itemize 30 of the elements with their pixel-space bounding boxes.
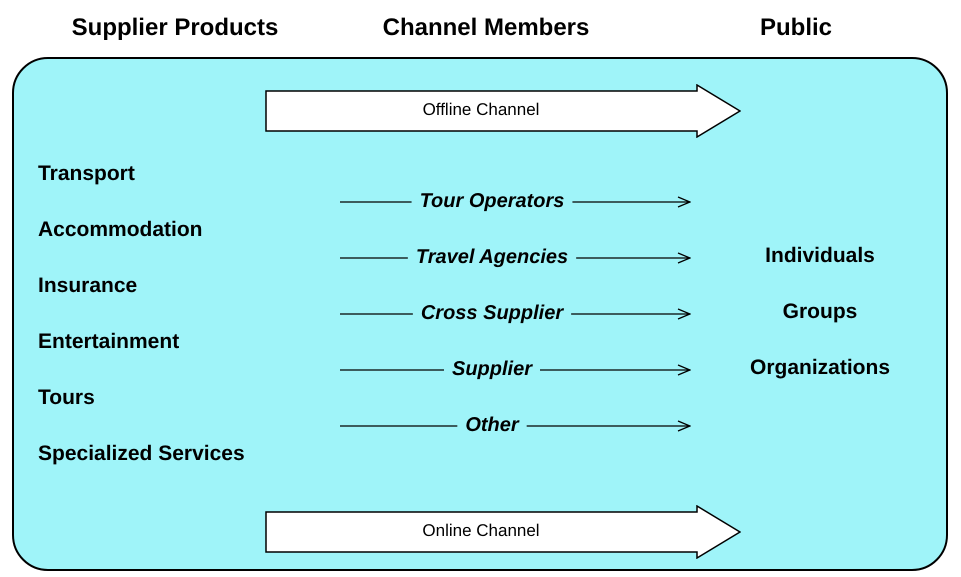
block-arrow: Online Channel — [265, 505, 741, 559]
connector-line — [340, 201, 412, 203]
product-label: Tours — [38, 384, 95, 410]
channel-label: Supplier — [452, 357, 532, 381]
column-heading: Public — [760, 14, 832, 42]
arrow — [571, 308, 691, 320]
audience-label: Individuals — [765, 242, 875, 268]
channel-label: Travel Agencies — [416, 245, 568, 269]
connector-line — [340, 257, 408, 259]
channel-label: Cross Supplier — [420, 301, 564, 325]
channel-label: Tour Operators — [420, 189, 564, 213]
arrow — [576, 252, 691, 264]
arrow — [572, 196, 691, 208]
product-label: Accommodation — [38, 216, 203, 242]
audience-label: Groups — [782, 298, 858, 324]
product-label: Entertainment — [38, 328, 180, 354]
product-label: Insurance — [38, 272, 138, 298]
block-arrow: Offline Channel — [265, 84, 741, 138]
product-label: Transport — [38, 160, 135, 186]
column-heading: Channel Members — [382, 14, 590, 42]
connector-line — [340, 313, 413, 315]
channel-label: Other — [465, 413, 519, 437]
product-label: Specialized Services — [38, 440, 245, 466]
arrow — [526, 420, 691, 432]
audience-label: Organizations — [750, 354, 890, 380]
connector-line — [340, 369, 444, 371]
column-heading: Supplier Products — [72, 14, 278, 42]
arrow — [540, 364, 691, 376]
connector-line — [340, 425, 458, 427]
rounded-panel — [12, 57, 948, 571]
